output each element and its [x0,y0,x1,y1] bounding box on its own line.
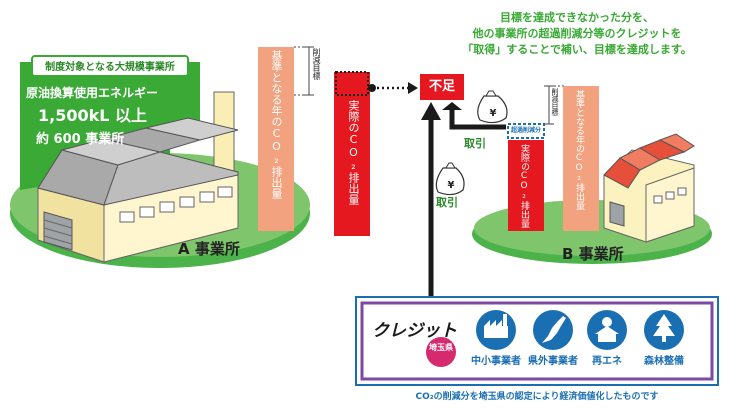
facility-b-name: B 事業所 [562,243,624,264]
saitama-seal-icon [426,337,456,367]
criteria-label: 原油換算使用エネルギー [26,84,158,101]
shortfall-label: 不足 [420,74,464,100]
credit-item-forest: 森林整備 [636,352,692,367]
shortfall-arrowhead [408,82,418,94]
svg-text:¥: ¥ [448,180,455,191]
facility-a-actual-label: 実際のCO₂排出量 [344,100,362,230]
credit-arrowhead [421,102,441,120]
facility-b-excess-label: 超過削減分 [506,125,546,134]
credit-title: クレジット [372,316,457,341]
facility-a-baseline-label: 基準となる年のCO₂排出量 [267,50,285,226]
facility-a-box-title: 制度対象となる大規模事業所 [32,58,188,73]
facility-b-reduction-label: 削減目標 [550,88,560,116]
facility-a-reduction-label: 削減目標 [311,48,322,80]
facility-b-actual-label: 実際のCO₂排出量 [517,144,531,228]
trade-label-b: 取引 [464,135,486,151]
trade-arrowhead [442,102,462,110]
credit-item-renewable: 再エネ [585,352,629,367]
seal-text: 埼玉県 [429,343,453,352]
credit-item-outside: 県外事業者 [525,352,581,367]
credit-footnote: CO₂の削減分を埼玉県の認定により経済価値化したものです [356,389,718,402]
facility-a-name: A 事業所 [178,238,240,259]
facility-b-building [604,134,694,242]
criteria-value: 1,500kL 以上 [38,102,147,126]
facility-b-baseline-label: 基準となる年のCO₂排出量 [572,90,586,228]
money-bag-icon: ¥ [478,91,507,123]
svg-text:¥: ¥ [490,108,497,119]
facility-count: 約 600 事業所 [36,128,124,147]
trade-label-credit: 取引 [436,194,458,210]
credit-item-sme: 中小事業者 [470,352,522,367]
money-bag-icon-2: ¥ [436,163,464,195]
